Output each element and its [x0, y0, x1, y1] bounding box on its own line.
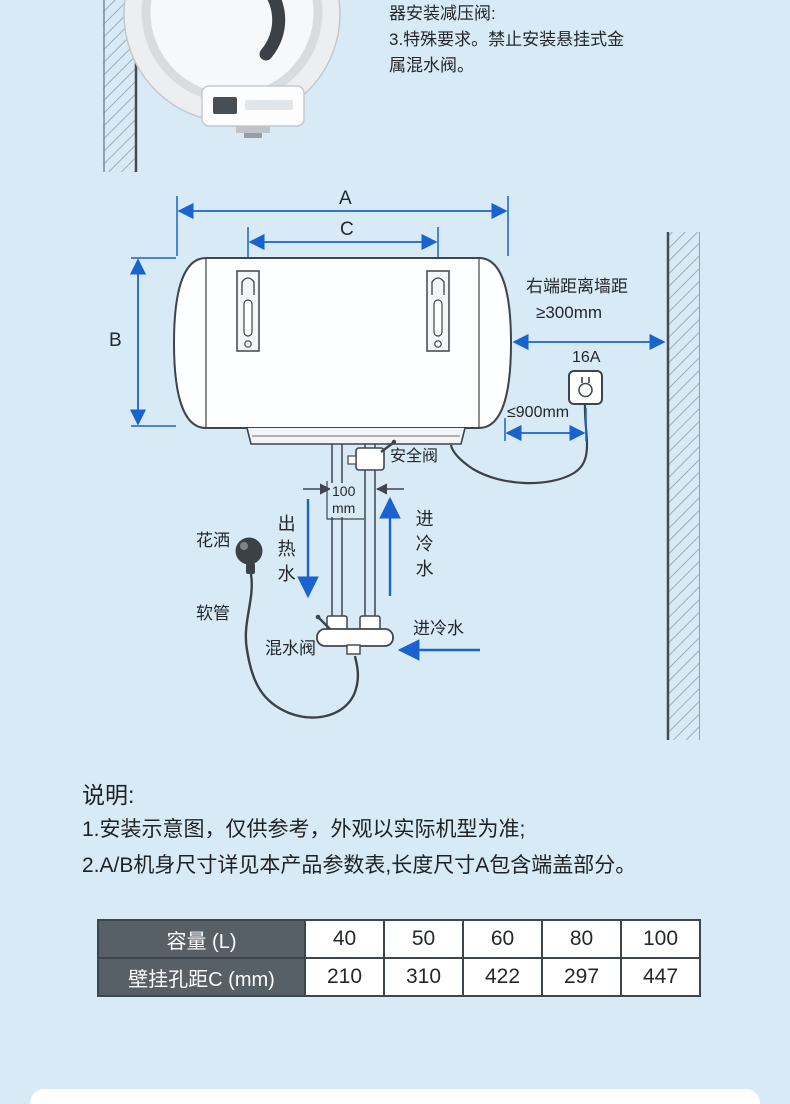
cord-length-label: ≤900mm: [507, 404, 570, 421]
notes-line-2: 2.A/B机身尺寸详见本产品参数表,长度尺寸A包含端盖部分。: [82, 854, 637, 877]
note-line-3: 属混水阀。: [389, 56, 474, 75]
pipe-gap-unit-label: mm: [330, 500, 358, 517]
capacity-value-100: 100: [620, 919, 701, 959]
shower-head: [235, 537, 263, 574]
dim-b-label: B: [109, 330, 122, 351]
dim-a-label: A: [339, 188, 352, 209]
hole-distance-value-3: 422: [462, 957, 543, 997]
heater-bottom-cover: [246, 427, 466, 445]
hole-distance-value-4: 297: [541, 957, 622, 997]
hole-distance-value-5: 447: [620, 957, 701, 997]
safety-valve: [347, 439, 397, 471]
mounting-bracket-left: [236, 270, 260, 352]
capacity-row: 容量 (L) 40 50 60 80 100: [97, 919, 701, 959]
mixing-valve: [315, 614, 394, 655]
capacity-value-60: 60: [462, 919, 543, 959]
note-line-1: 器安装减压阀:: [389, 4, 496, 23]
shower-hose: [244, 573, 360, 719]
right-wall-hatch: [666, 232, 700, 740]
pipe-gap-dimension: [303, 481, 404, 520]
hole-distance-value-1: 210: [304, 957, 385, 997]
hot-water-pipe: [331, 444, 343, 618]
capacity-value-50: 50: [383, 919, 464, 959]
cold-water-in-label: 进冷水: [413, 509, 434, 584]
note-line-2: 3.特殊要求。禁止安装悬挂式金: [389, 30, 625, 49]
dimension-a: [176, 196, 509, 256]
next-section-card-top: [30, 1089, 760, 1104]
dim-c-label: C: [340, 219, 354, 240]
spec-table: 容量 (L) 40 50 60 80 100 壁挂孔距C (mm) 210 31…: [97, 919, 701, 997]
wall-distance-label-line2: ≥300mm: [536, 303, 603, 322]
hole-distance-row: 壁挂孔距C (mm) 210 310 422 297 447: [97, 957, 701, 997]
cold-inlet-label: 进冷水: [413, 619, 464, 638]
socket-rating-label: 16A: [572, 349, 601, 366]
power-socket: [568, 370, 603, 405]
mixing-valve-label: 混水阀: [265, 639, 316, 658]
shower-label: 花洒: [196, 531, 230, 550]
pipe-gap-value-label: 100: [330, 483, 358, 500]
product-photo: [123, 0, 341, 138]
heater-body: [172, 257, 513, 429]
notes-line-1: 1.安装示意图，仅供参考，外观以实际机型为准;: [82, 818, 526, 841]
install-requirements-note: 器安装减压阀: 3.特殊要求。禁止安装悬挂式金 属混水阀。: [389, 1, 624, 79]
hot-water-out-label: 出热水: [275, 514, 296, 589]
notes-title: 说明:: [82, 782, 135, 808]
power-cord: [449, 403, 589, 485]
hose-label: 软管: [196, 604, 230, 623]
capacity-value-40: 40: [304, 919, 385, 959]
mounting-bracket-right: [426, 270, 450, 352]
capacity-value-80: 80: [541, 919, 622, 959]
dimension-b: [129, 257, 176, 427]
hole-distance-value-2: 310: [383, 957, 464, 997]
wall-distance-label-line1: 右端距离墙距: [526, 277, 628, 296]
cord-length-dimension: [504, 408, 587, 442]
capacity-row-header: 容量 (L): [97, 919, 306, 959]
safety-valve-label: 安全阀: [390, 448, 439, 465]
hole-distance-row-header: 壁挂孔距C (mm): [97, 957, 306, 997]
